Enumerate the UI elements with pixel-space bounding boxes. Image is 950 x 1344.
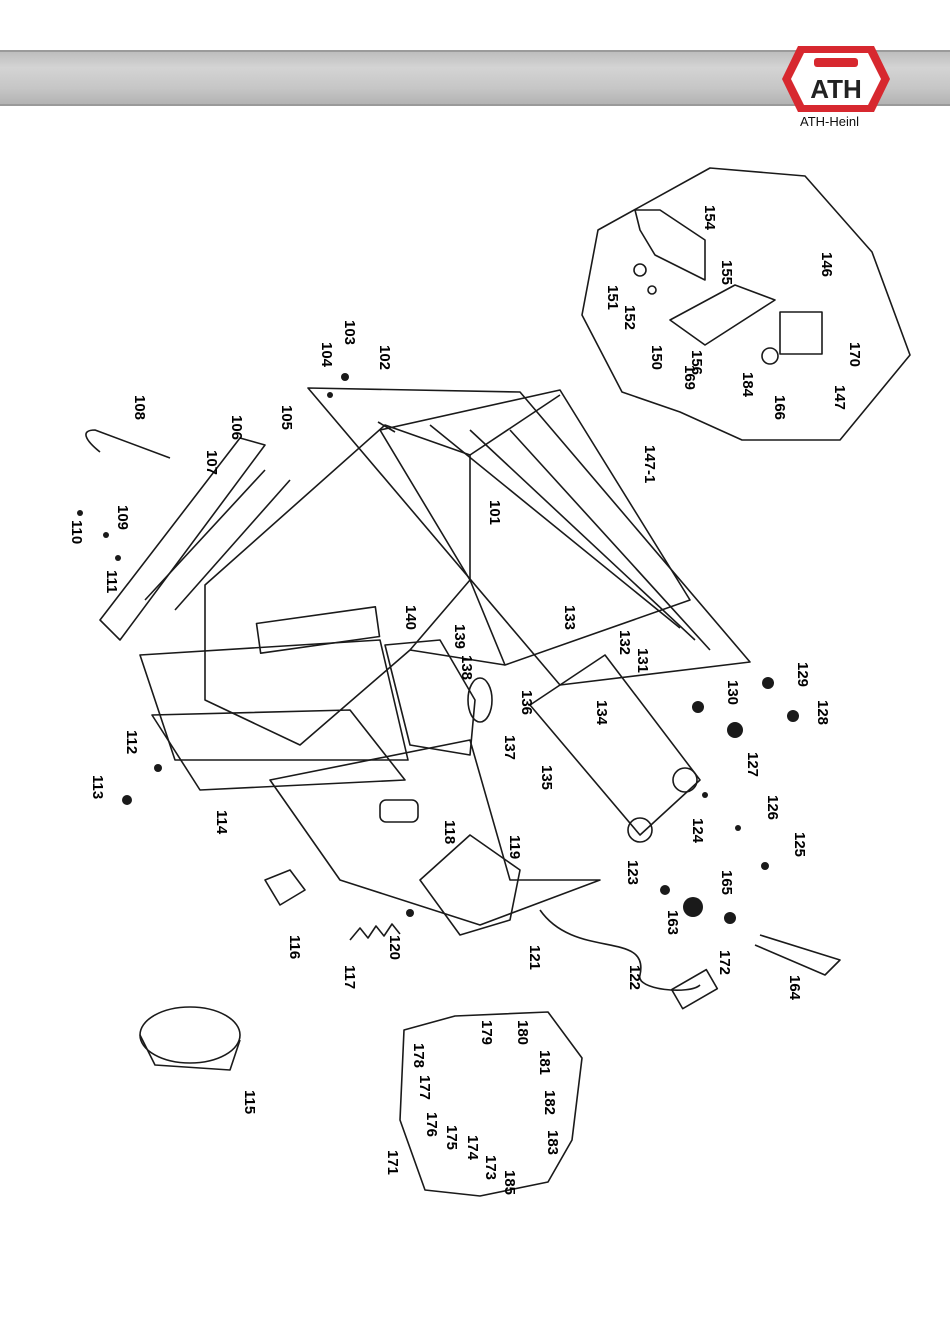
part-label-122: 122 (626, 965, 643, 990)
cup (140, 1007, 240, 1063)
part-label-103: 103 (341, 320, 358, 345)
part-label-184: 184 (739, 372, 756, 398)
part-label-112: 112 (123, 730, 140, 754)
part-label-176: 176 (423, 1112, 440, 1137)
part-label-134: 134 (593, 700, 610, 726)
part-label-111: 111 (103, 570, 120, 593)
part-label-115: 115 (241, 1090, 258, 1114)
detail-bubble-top (582, 168, 910, 440)
part-label-124: 124 (689, 818, 706, 844)
handle (86, 430, 170, 458)
part-label-151: 151 (604, 285, 621, 310)
part-label-147-1: 147-1 (641, 445, 658, 483)
part-label-102: 102 (376, 345, 393, 370)
part-label-173: 173 (482, 1155, 499, 1180)
part-label-101: 101 (486, 500, 503, 525)
part-label-166: 166 (771, 395, 788, 420)
part-label-118: 118 (441, 820, 458, 844)
part-label-106: 106 (228, 415, 245, 440)
part-label-104: 104 (318, 342, 335, 368)
part-label-182: 182 (541, 1090, 558, 1115)
part-label-185: 185 (501, 1170, 518, 1195)
block (265, 870, 305, 905)
part-label-119: 119 (506, 835, 523, 859)
part-label-113: 113 (89, 775, 106, 799)
part-label-164: 164 (786, 975, 803, 1001)
part-label-180: 180 (514, 1020, 531, 1045)
part-label-146: 146 (818, 252, 835, 277)
part-label-181: 181 (536, 1050, 553, 1075)
part-label-114: 114 (213, 810, 230, 835)
part-label-120: 120 (386, 935, 403, 960)
part-label-121: 121 (526, 945, 543, 970)
part-label-152: 152 (621, 305, 638, 330)
valve-147 (780, 312, 822, 354)
part-label-108: 108 (131, 395, 148, 420)
part-label-150: 150 (648, 345, 665, 370)
part-label-105: 105 (278, 405, 295, 430)
part-label-155: 155 (718, 260, 735, 285)
part-label-129: 129 (794, 662, 811, 687)
part-label-126: 126 (764, 795, 781, 820)
part-label-117: 117 (341, 965, 358, 989)
plate-156 (670, 285, 775, 345)
part-label-130: 130 (724, 680, 741, 705)
part-label-131: 131 (634, 648, 651, 673)
part-label-127: 127 (744, 752, 761, 777)
part-label-139: 139 (451, 624, 468, 649)
part-label-109: 109 (114, 505, 131, 530)
motor-box (420, 835, 520, 935)
part-label-147: 147 (831, 385, 848, 410)
lever (755, 935, 840, 975)
part-label-172: 172 (716, 950, 733, 975)
mount-plate (530, 655, 700, 835)
rail-bracket (100, 438, 265, 640)
part-label-136: 136 (518, 690, 535, 715)
part-label-133: 133 (561, 605, 578, 630)
part-label-132: 132 (616, 630, 633, 655)
part-label-107: 107 (203, 450, 220, 475)
part-label-135: 135 (538, 765, 555, 790)
part-label-128: 128 (814, 700, 831, 725)
part-label-175: 175 (443, 1125, 460, 1150)
part-label-178: 178 (410, 1043, 427, 1068)
part-label-165: 165 (718, 870, 735, 895)
part-label-110: 110 (68, 520, 85, 544)
part-label-171: 171 (384, 1150, 401, 1175)
part-label-179: 179 (478, 1020, 495, 1045)
drawer-frame (140, 640, 408, 760)
part-label-163: 163 (664, 910, 681, 935)
part-label-137: 137 (501, 735, 518, 760)
part-label-169: 169 (681, 365, 698, 390)
part-label-138: 138 (458, 655, 475, 680)
part-label-154: 154 (701, 205, 718, 231)
part-label-125: 125 (791, 832, 808, 857)
part-label-116: 116 (286, 935, 303, 959)
part-label-174: 174 (464, 1135, 481, 1161)
part-label-140: 140 (402, 605, 419, 630)
part-label-123: 123 (624, 860, 641, 885)
part-label-183: 183 (544, 1130, 561, 1155)
part-label-170: 170 (846, 342, 863, 367)
part-label-177: 177 (416, 1075, 433, 1100)
